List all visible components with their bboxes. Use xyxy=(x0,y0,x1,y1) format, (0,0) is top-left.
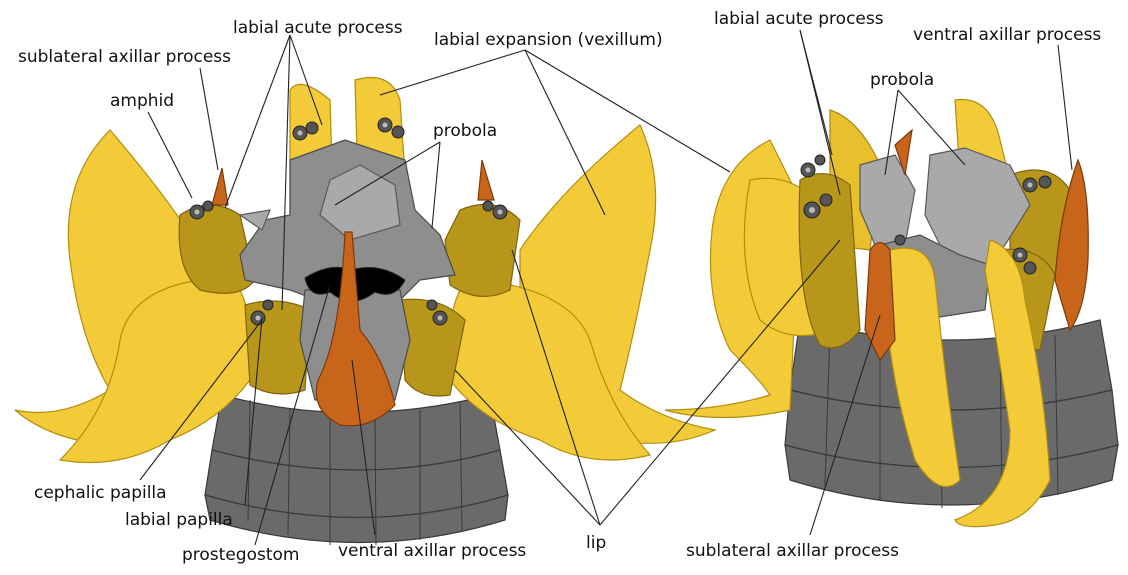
label-labial-papilla: labial papilla xyxy=(125,510,233,530)
label-amphid: amphid xyxy=(110,91,174,111)
label-sublateral-axillar-left: sublateral axillar process xyxy=(18,47,231,67)
label-ventral-axillar-left: ventral axillar process xyxy=(338,541,526,561)
label-cephalic-papilla: cephalic papilla xyxy=(34,483,167,503)
left-sublateral-axillar-left xyxy=(212,168,228,205)
left-lateral-lip-right xyxy=(445,204,520,296)
label-ventral-axillar-right: ventral axillar process xyxy=(913,25,1101,45)
left-specimen xyxy=(15,78,715,546)
label-labial-acute-left: labial acute process xyxy=(233,18,403,38)
label-labial-expansion: labial expansion (vexillum) xyxy=(434,30,663,50)
right-specimen xyxy=(665,100,1118,527)
label-lip: lip xyxy=(586,533,606,553)
left-sublateral-axillar-right xyxy=(478,160,494,200)
label-labial-acute-right: labial acute process xyxy=(714,9,884,29)
label-probola-left: probola xyxy=(433,121,497,141)
label-prostegostom: prostegostom xyxy=(182,545,299,565)
label-sublateral-axillar-right: sublateral axillar process xyxy=(686,541,899,561)
label-probola-right: probola xyxy=(870,70,934,90)
